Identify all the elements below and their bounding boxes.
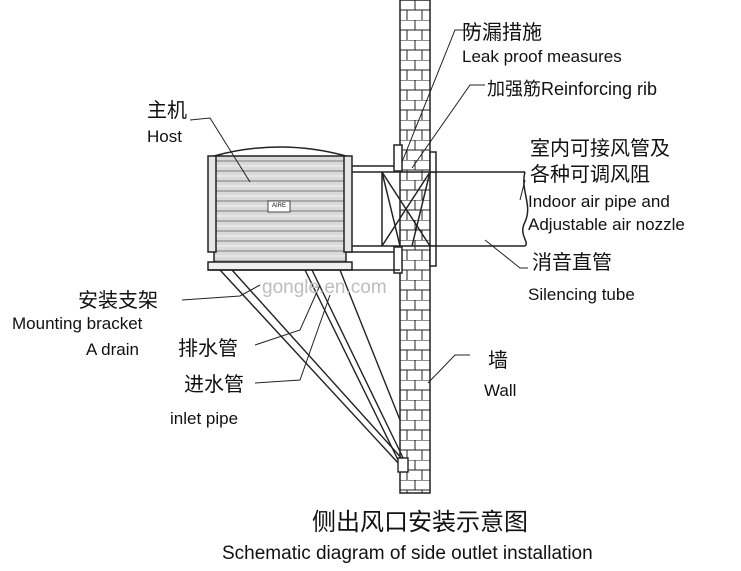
caption-en: Schematic diagram of side outlet install… <box>222 543 593 564</box>
caption-zh: 侧出风口安装示意图 <box>312 508 528 536</box>
label-inlet-en: inlet pipe <box>170 409 239 428</box>
label-drain-zh: 排水管 <box>178 336 238 360</box>
label-drain-en: A drain <box>86 340 139 359</box>
label-leak-proof-en: Leak proof measures <box>462 47 622 66</box>
watermark: gongle.en.com <box>262 277 387 298</box>
duct <box>345 144 529 274</box>
label-silencing-en: Silencing tube <box>528 285 635 304</box>
mounting-bracket <box>208 269 409 473</box>
label-wall-zh: 墙 <box>488 348 508 372</box>
label-host-zh: 主机 <box>147 98 187 122</box>
label-indoor-zh-1: 室内可接风管及 <box>530 136 670 160</box>
label-reinforcing-rib: 加强筋Reinforcing rib <box>487 79 658 99</box>
label-host-en: Host <box>147 127 182 146</box>
leader-lines <box>181 29 528 384</box>
label-indoor-zh-2: 各种可调风阻 <box>530 162 650 186</box>
label-indoor-en-1: Indoor air pipe and <box>528 192 670 211</box>
label-bracket-zh: 安装支架 <box>78 288 158 312</box>
label-indoor-en-2: Adjustable air nozzle <box>528 215 685 234</box>
label-leak-proof-zh: 防漏措施 <box>462 20 542 44</box>
label-inlet-zh: 进水管 <box>184 372 244 396</box>
label-bracket-en: Mounting bracket <box>12 314 143 333</box>
host-unit <box>207 146 353 271</box>
label-silencing-zh: 消音直管 <box>532 250 612 274</box>
unit-badge: AIRE <box>272 203 287 209</box>
label-wall-en: Wall <box>484 381 517 400</box>
